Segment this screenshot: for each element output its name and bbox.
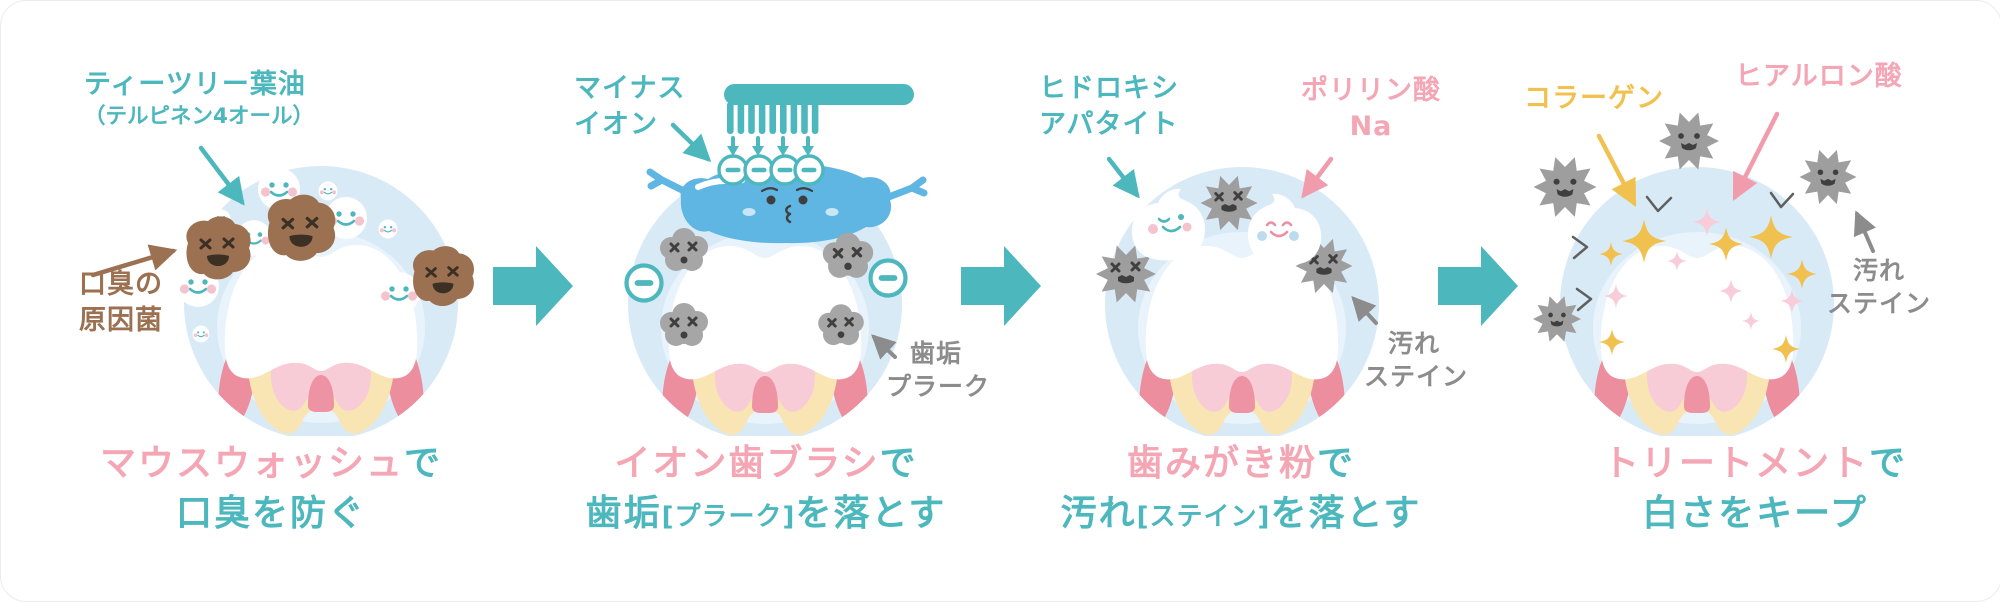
- step-caption-3: 歯みがき粉で 汚れ[ステイン]を落とす: [1060, 443, 1422, 534]
- hydroxyapatite-arrow: [1106, 156, 1140, 199]
- label-stain: 汚れ ステイン: [1364, 329, 1469, 391]
- stain-arrow: [1351, 296, 1378, 325]
- hyaluronic-arrow: [1732, 111, 1780, 202]
- step-arrow-icon: [1438, 246, 1518, 326]
- label-plaque: 歯垢 プラーク: [886, 339, 991, 401]
- step-caption-2: イオン歯ブラシで 歯垢[プラーク]を落とす: [585, 443, 947, 534]
- minus-ion-icon: [627, 266, 662, 301]
- toothpaste-dollop-right: [1248, 193, 1322, 266]
- stain-arrow: [1853, 210, 1876, 253]
- step-panel-3: ヒドロキシ アパタイト ポリリン酸 Na 汚れ ステイン 歯みがき粉で 汚れ[ス…: [1016, 1, 1469, 601]
- mouthwash-illustration: [90, 145, 476, 436]
- label-stain: 汚れ ステイン: [1827, 256, 1932, 318]
- plaque-arrow: [871, 334, 897, 360]
- repel-chevrons: [1571, 191, 1795, 312]
- minus-ion-icon: [871, 261, 906, 296]
- minus-ion-arrow: [670, 122, 712, 163]
- tooth-icon: [1588, 246, 1806, 435]
- tea-tree-arrow: [198, 145, 245, 206]
- step-panel-2: マイナス イオン 歯垢 プラーク イオン歯ブラシで 歯垢[プラーク]を落とす: [546, 1, 991, 601]
- step-panel-1: ティーツリー葉油 （テルピネン4オール） 口臭の 原因菌 マウスウォッシュで 口…: [51, 1, 491, 601]
- ion-stream: [727, 136, 814, 156]
- treatment-illustration: [1519, 111, 1876, 436]
- toothpaste-dollop-left: [1131, 188, 1205, 261]
- step-caption-4: トリートメントで 白さをキープ: [1602, 443, 1908, 534]
- label-bad-breath-bacteria: 口臭の 原因菌: [79, 269, 163, 336]
- label-hyaluronic-acid: ヒアルロン酸: [1735, 61, 1903, 92]
- label-polyphosphate-na: ポリリン酸 Na: [1301, 75, 1441, 142]
- label-hydroxyapatite: ヒドロキシ アパタイト: [1039, 73, 1179, 140]
- step-panel-4: コラーゲン ヒアルロン酸 汚れ ステイン トリートメントで 白さをキープ: [1519, 1, 1991, 601]
- label-minus-ion: マイナス イオン: [574, 73, 686, 140]
- collagen-arrow: [1596, 133, 1637, 207]
- toothpaste-illustration: [1016, 156, 1379, 436]
- ion-toothbrush-illustration: [546, 84, 928, 436]
- step-caption-1: マウスウォッシュで 口臭を防ぐ: [99, 443, 443, 534]
- label-tea-tree-oil: ティーツリー葉油 （テルピネン4オール）: [84, 69, 314, 129]
- bacteria-arrow: [90, 244, 178, 278]
- toothbrush-icon: [717, 84, 914, 186]
- polyphosphate-arrow: [1301, 156, 1334, 199]
- label-collagen: コラーゲン: [1524, 83, 1664, 114]
